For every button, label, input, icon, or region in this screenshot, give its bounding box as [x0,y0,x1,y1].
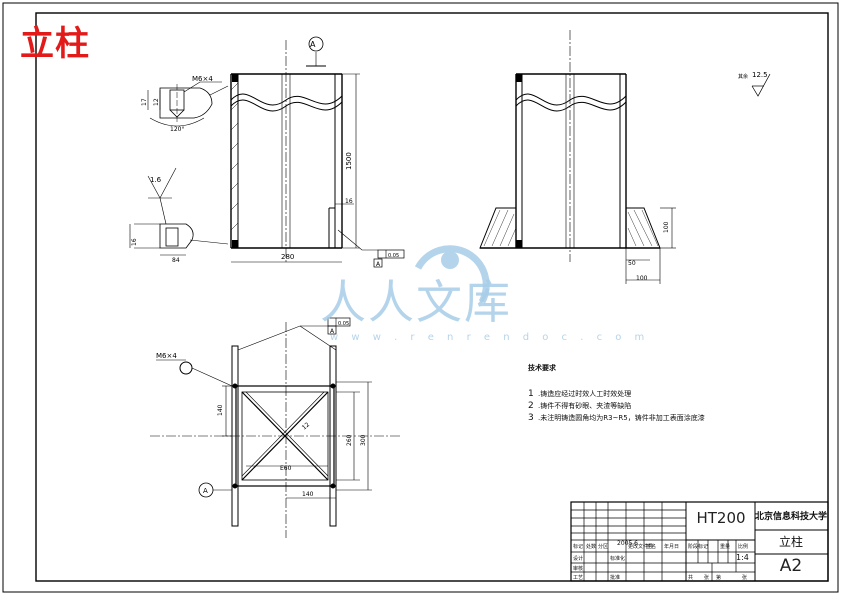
tb-label: 审核 [573,566,584,572]
tech-req-text: 铸件不得有砂眼、夹渣等缺陷 [540,402,632,410]
dim-140-horizontal: 140 [302,491,314,498]
tb-label: 重量 [720,544,731,550]
tb-label: 阶段标记 [688,544,709,550]
tb-label: 标准化 [610,556,626,562]
datum-a-label: A [310,40,316,49]
tb-label: 比例 [738,544,749,550]
tech-req-item: 1. 铸造应经过时效人工时效处理 [528,389,632,399]
tb-label: 共 [688,575,694,581]
tech-req-num: 1 [528,389,534,399]
watermark-logo-icon [414,245,490,304]
roughness-value: 12.5 [752,71,768,79]
tb-label: 第 [716,575,722,581]
dim-16-foot: 16 [131,238,138,246]
tb-label: 设计 [573,556,584,562]
detail-thread [147,81,229,127]
thread-label-top: M6×4 [192,75,213,83]
angle-120: 120° [170,126,184,133]
inner-frame [35,12,829,582]
tb-label: 分区 [598,544,609,550]
dim-12: 12 [153,98,160,106]
tolerance-datum-1: A [376,261,381,268]
dim-12-diagonal: 12 [301,421,311,431]
watermark-url: w w w . r e n r e n d o c . c o m [330,332,650,343]
tb-label: 标记 [573,544,584,550]
tb-label: 张 [704,575,710,581]
tech-req-num: 3 [528,413,534,423]
tolerance-value-1: 0.05 [388,253,399,259]
title-block-part-name: 立柱 [778,535,803,549]
dim-84: 84 [172,257,180,264]
title-block-school: 北京信息科技大学 [755,512,828,522]
dim-260: 260 [346,434,353,446]
tech-req-title: 技术要求 [528,364,556,372]
tolerance-value-2: 0.05 [338,321,349,327]
tech-req-item: 2. 铸件不得有砂眼、夹渣等缺陷 [528,401,632,411]
tb-label: 年月日 [664,544,680,550]
dim-17: 17 [141,98,148,106]
tb-label: 签名 [646,544,657,550]
dim-50: 50 [628,260,636,267]
side-view [479,30,676,284]
dim-100-horizontal: 100 [636,275,648,282]
front-view [230,36,405,268]
dim-e60: E60 [280,465,292,472]
tb-label: 处数 [586,544,597,550]
datum-a-bottom: A [203,487,208,495]
thread-label-bottom: M6×4 [156,352,177,360]
tb-label: 张 [742,575,748,581]
tolerance-datum-2: A [330,328,335,335]
roughness-symbol [751,73,771,97]
dim-300: 300 [360,434,367,446]
title-block [570,501,829,582]
roughness-label: 其余 [738,73,748,80]
detail-foot [129,167,229,256]
tech-req-item: 3. 未注明铸造圆角均为R3~R5，铸件非加工表面涂底漆 [528,413,705,423]
title-block-date: 2005.6 [617,540,638,547]
tb-label: 更改文件号 [628,544,654,550]
dim-1500: 1500 [345,152,353,170]
title-block-sheet-size: A2 [779,556,803,576]
title-block-material: HT200 [696,509,746,527]
dim-280: 280 [281,253,294,261]
tech-req-num: 2 [528,401,534,411]
tech-req-text: 铸造应经过时效人工时效处理 [540,390,632,398]
watermark-text: 人人文库 [320,275,512,329]
dim-16-slot: 16 [345,198,353,205]
technical-requirements: 技术要求 1. 铸造应经过时效人工时效处理 2. 铸件不得有砂眼、夹渣等缺陷 3… [528,362,705,424]
dim-140-vertical: 140 [217,404,224,416]
drawing-title: 立柱 [20,24,90,64]
top-view [150,317,400,538]
tb-label: 工艺 [573,575,584,581]
roughness-1-6: 1.6 [150,176,162,184]
tech-req-text: 未注明铸造圆角均为R3~R5，铸件非加工表面涂底漆 [540,414,705,422]
tb-label: 批准 [610,575,621,581]
title-block-scale: 1:4 [736,553,749,562]
dim-100-vertical: 100 [663,221,670,233]
